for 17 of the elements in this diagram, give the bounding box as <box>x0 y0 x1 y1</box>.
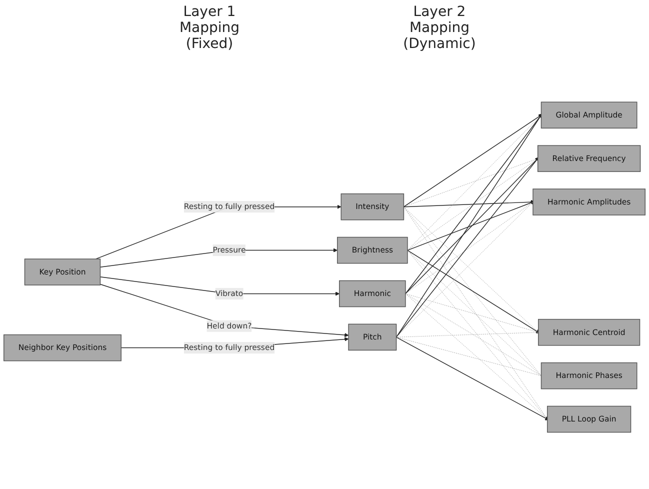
connector <box>403 206 548 420</box>
connector <box>405 293 539 333</box>
connector <box>403 206 542 376</box>
connector <box>396 336 542 376</box>
connector <box>407 158 538 251</box>
arrow <box>100 284 349 338</box>
connector <box>407 250 542 376</box>
connector <box>396 332 539 338</box>
connector <box>405 293 548 420</box>
connector <box>405 293 542 376</box>
connector <box>407 250 548 420</box>
connector <box>405 202 534 294</box>
arrow <box>396 156 540 338</box>
arrow <box>95 204 342 260</box>
column-heading: Layer 2 Mapping (Dynamic) <box>402 4 477 52</box>
arrow <box>396 113 542 338</box>
column-heading: Layer 1 Mapping (Fixed) <box>178 4 241 52</box>
